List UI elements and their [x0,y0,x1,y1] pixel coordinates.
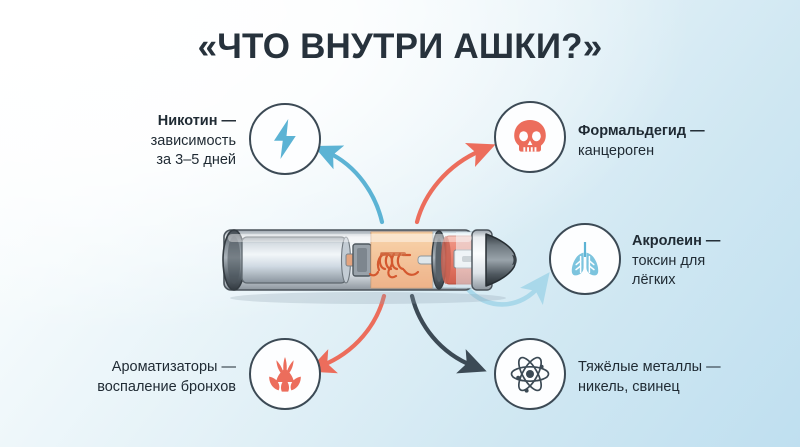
label-nicotine-line-2: зависимость [150,132,236,149]
label-heavy-metals: Тяжёлые металлы — никель, свинец [578,358,798,397]
icon-circle-formaldehyde[interactable] [494,101,566,173]
icon-circle-heavy-metals[interactable] [494,338,566,410]
label-heavy-metals-line-1: Тяжёлые металлы — [578,359,721,375]
icon-circle-flavorings[interactable] [249,338,321,410]
label-acrolein-line-1: Акролеин — [632,233,721,249]
icon-circle-nicotine[interactable] [249,103,321,175]
arrow-to-nicotine [313,145,385,225]
label-heavy-metals-line-2: никель, свинец [578,378,680,395]
skull-icon [510,117,550,157]
icon-circle-acrolein[interactable] [549,223,621,295]
lungs-icon [564,239,606,279]
lightning-bolt-icon [268,119,302,159]
label-nicotine: Никотин — зависимость за 3–5 дней [0,112,236,171]
label-formaldehyde-line-1: Формальдегид — [578,123,705,139]
label-acrolein-line-2: токсин для [632,252,706,269]
label-flavorings: Ароматизаторы — воспаление бронхов [0,358,236,397]
label-flavorings-line-1: Ароматизаторы — [111,359,236,375]
atom-icon [508,352,552,396]
label-nicotine-line-1: Никотин — [157,113,236,129]
label-acrolein-line-3: лёгких [632,272,676,288]
label-acrolein: Акролеин — токсин для лёгких [632,232,797,291]
label-flavorings-line-2: воспаление бронхов [97,378,236,395]
vape-device-cutaway [218,218,518,310]
label-formaldehyde-line-2: канцероген [578,142,655,159]
flower-icon [264,353,306,395]
label-formaldehyde: Формальдегид — канцероген [578,122,793,161]
arrow-to-formaldehyde [414,142,496,225]
page-title: «ЧТО ВНУТРИ АШКИ?» [197,27,603,66]
label-nicotine-line-3: за 3–5 дней [156,152,236,168]
